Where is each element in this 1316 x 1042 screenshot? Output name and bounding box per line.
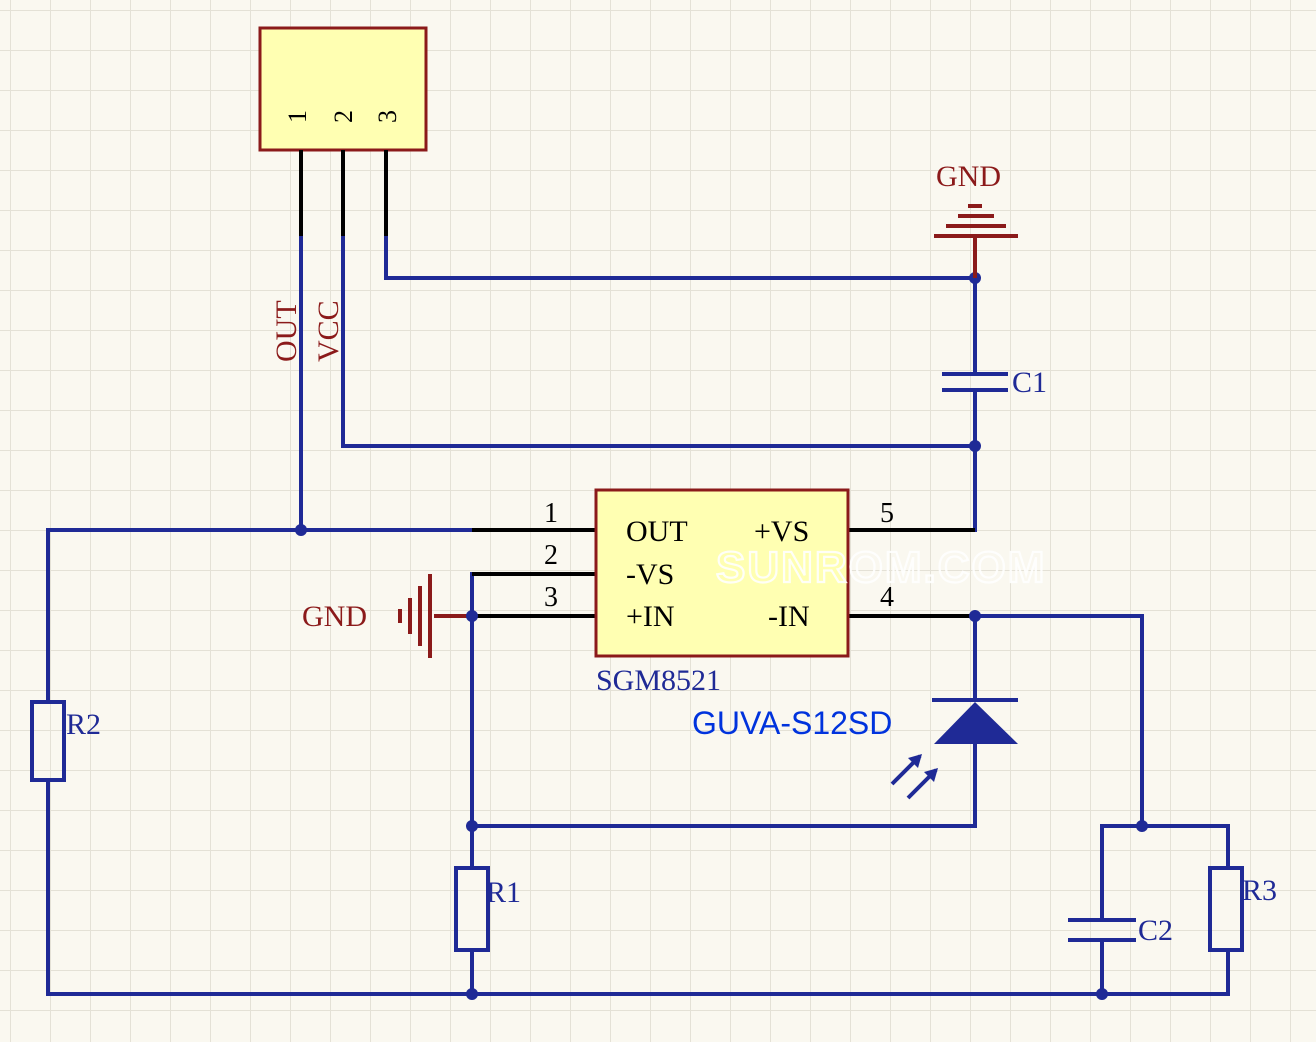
capacitor-c1: C1	[942, 366, 1047, 399]
r1-label: R1	[486, 876, 521, 909]
junction-dot	[1096, 988, 1108, 1000]
header-body	[258, 26, 428, 152]
resistor-r2: R2	[30, 660, 101, 824]
r3-body	[1208, 866, 1244, 952]
photodiode-triangle	[934, 702, 1018, 744]
sensor-label: GUVA-S12SD	[692, 705, 892, 741]
junction-dot	[969, 440, 981, 452]
opamp-pin-number-1: 1	[544, 498, 558, 529]
opamp-pin-in-pos: +IN	[626, 600, 675, 633]
light-arrow-1-head	[908, 754, 922, 768]
gnd-symbol-left: GND	[302, 574, 432, 658]
r2-label: R2	[66, 708, 101, 741]
r2-body	[30, 700, 66, 782]
opamp-part-label: SGM8521	[596, 664, 721, 697]
wire-gnd-rail	[384, 236, 977, 280]
wire-feedback-top	[1100, 824, 1230, 920]
light-arrow-2-head	[924, 768, 938, 782]
resistor-r3: R3	[1208, 866, 1277, 952]
wire-bottom-rail	[46, 822, 1230, 996]
wire-vs-pos	[846, 392, 977, 532]
c2-label: C2	[1138, 914, 1173, 947]
junctions	[295, 272, 1148, 1000]
junction-dot	[466, 820, 478, 832]
opamp-pin-number-3: 3	[544, 582, 558, 613]
wires	[46, 236, 1230, 996]
opamp-pin-number-4: 4	[880, 582, 894, 613]
wire-in-neg	[973, 614, 1144, 828]
opamp-pin-vs-pos: +VS	[754, 515, 809, 548]
header-pin-1: 1	[283, 110, 312, 123]
uv-photodiode: GUVA-S12SD	[692, 698, 1018, 800]
r1-body	[454, 866, 490, 952]
junction-dot	[466, 988, 478, 1000]
net-label-out: OUT	[270, 300, 303, 362]
capacitor-c2: C2	[1068, 914, 1173, 947]
header-connector: 1 2 3 OUT VCC	[258, 26, 428, 362]
opamp-pin-number-2: 2	[544, 540, 558, 571]
c1-label: C1	[1012, 366, 1047, 399]
junction-dot	[969, 610, 981, 622]
wire-sensor-anode	[470, 743, 977, 828]
header-pin-2: 2	[329, 110, 358, 123]
opamp-pin-vs-neg: -VS	[626, 558, 674, 591]
opamp-sgm8521: OUT +VS -VS +IN -IN 1 2 3 4 5 SGM8521	[544, 488, 894, 697]
opamp-pin-number-5: 5	[880, 498, 894, 529]
gnd-symbol-top: GND	[934, 160, 1018, 278]
wire-vcc-rail	[341, 236, 977, 448]
resistor-r1: R1	[454, 866, 521, 952]
opamp-pin-in-neg: -IN	[768, 600, 810, 633]
gnd-top-label: GND	[936, 160, 1001, 193]
header-pin-3: 3	[373, 110, 402, 123]
gnd-left-label: GND	[302, 600, 367, 633]
opamp-body	[594, 488, 850, 658]
watermark-text: SUNROM.COM	[716, 543, 1046, 592]
net-label-vcc: VCC	[312, 300, 345, 362]
r3-label: R3	[1242, 874, 1277, 907]
junction-dot	[1136, 820, 1148, 832]
junction-dot	[295, 524, 307, 536]
junction-dot	[466, 610, 478, 622]
opamp-pin-out: OUT	[626, 515, 688, 548]
